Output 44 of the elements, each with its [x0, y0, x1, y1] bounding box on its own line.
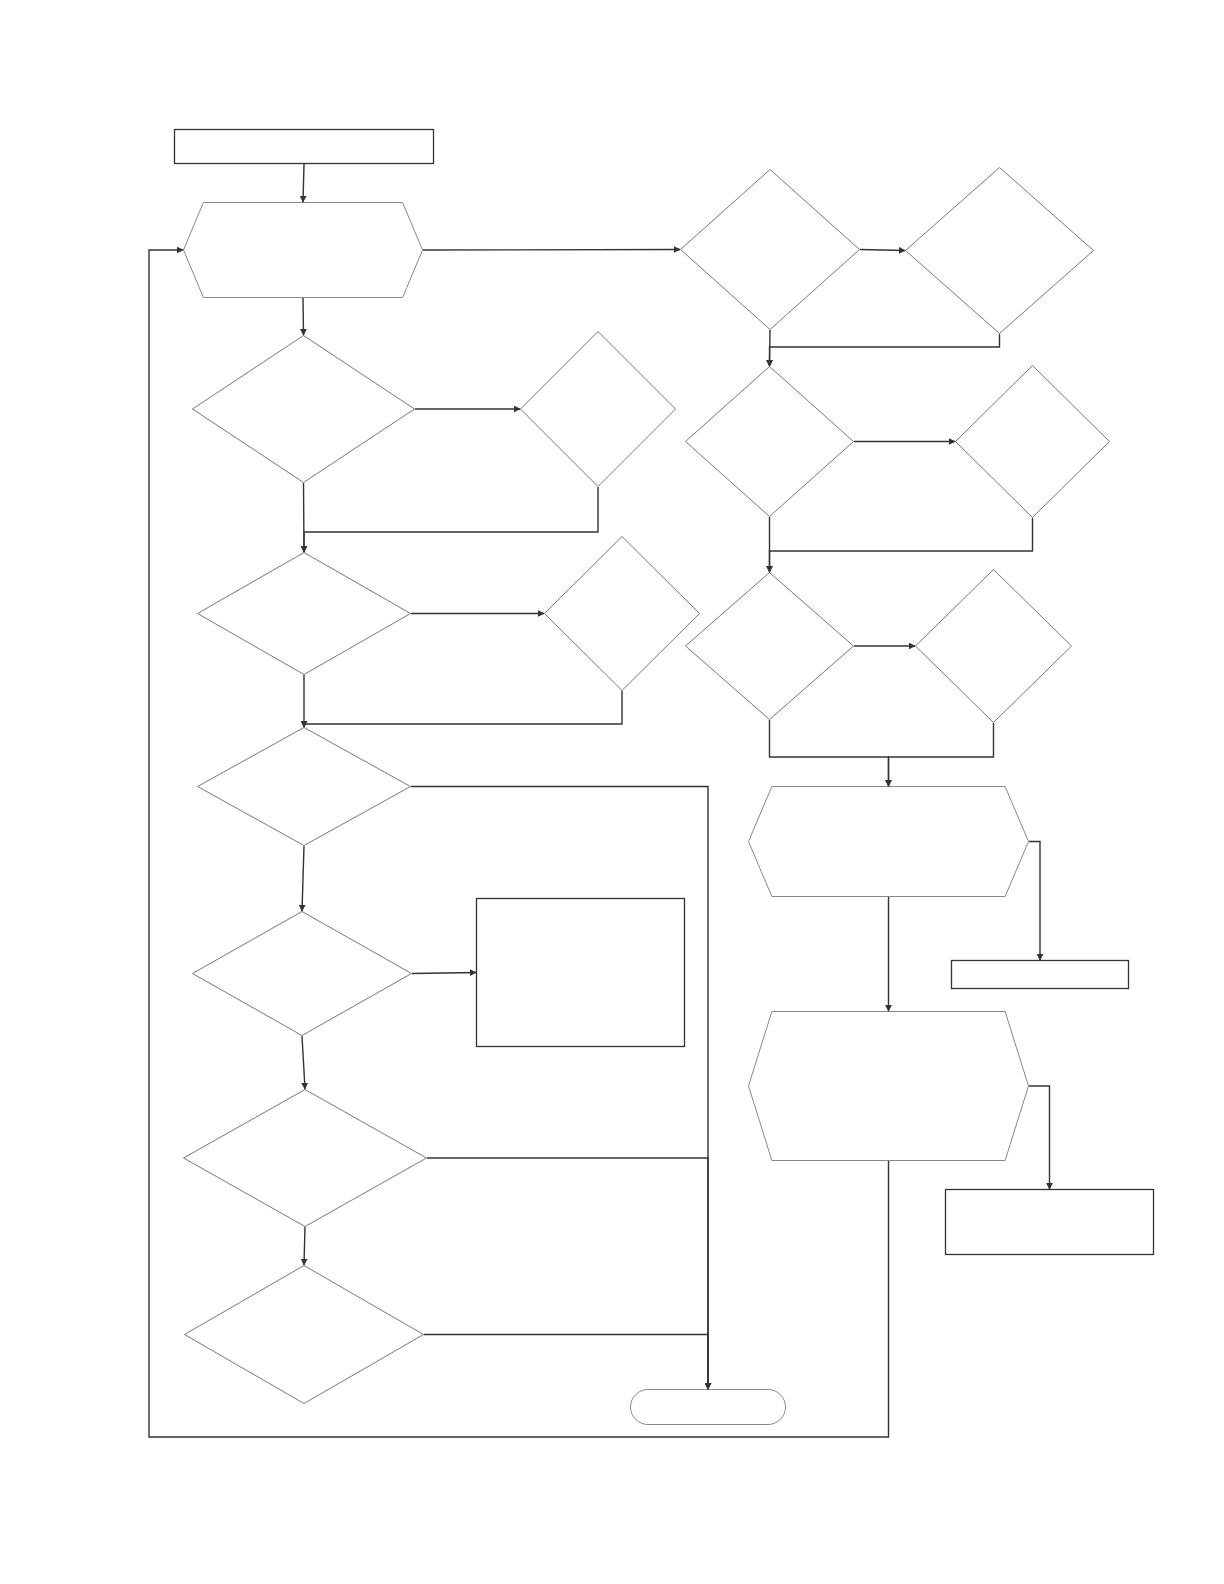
- terminal-shape: [630, 1389, 786, 1425]
- arrow: [766, 333, 1001, 367]
- arrow: [148, 246, 890, 1438]
- arrow: [300, 486, 599, 553]
- arrow: [885, 896, 892, 1012]
- arrow: [859, 246, 906, 254]
- preparation-hexagon: [183, 202, 423, 298]
- decision-diamond: [520, 331, 676, 487]
- arrow: [1028, 840, 1044, 961]
- arrow: [414, 405, 521, 413]
- arrow: [853, 642, 916, 650]
- process-box: [476, 898, 685, 1047]
- process-box: [174, 129, 434, 164]
- decision-diamond: [184, 1265, 424, 1404]
- decision-diamond: [192, 335, 415, 483]
- preparation-hexagon: [748, 786, 1029, 897]
- process-box: [951, 960, 1129, 989]
- arrow: [298, 845, 306, 912]
- arrow: [766, 517, 1034, 573]
- decision-diamond: [197, 727, 411, 846]
- preparation-hexagon: [748, 1011, 1029, 1161]
- decision-diamond: [685, 572, 854, 720]
- arrow: [410, 610, 545, 617]
- arrow: [1028, 1085, 1053, 1190]
- decision-diamond: [915, 569, 1072, 723]
- arrow: [853, 438, 956, 445]
- decision-diamond: [680, 169, 860, 330]
- decision-diamond: [183, 1089, 427, 1227]
- arrow: [423, 1333, 712, 1390]
- arrow: [411, 969, 477, 977]
- decision-diamond: [955, 365, 1110, 518]
- decision-diamond: [544, 536, 700, 691]
- arrow: [300, 1226, 308, 1266]
- arrow: [301, 1035, 309, 1090]
- decision-diamond: [685, 366, 854, 517]
- arrow: [300, 690, 623, 728]
- arrow: [299, 163, 307, 203]
- decision-diamond: [905, 167, 1094, 334]
- decision-diamond: [197, 552, 411, 675]
- arrow: [299, 297, 307, 336]
- arrow: [885, 722, 995, 787]
- arrow: [422, 246, 681, 253]
- decision-diamond: [192, 911, 412, 1036]
- process-box: [945, 1189, 1154, 1255]
